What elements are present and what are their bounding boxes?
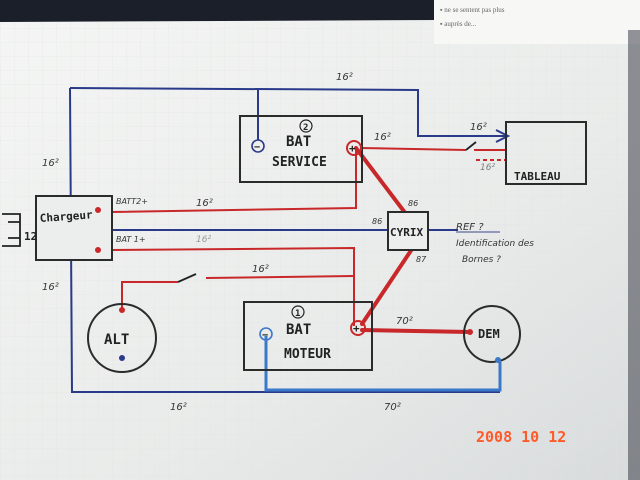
bat-service-label-2: SERVICE <box>272 155 327 170</box>
chargeur-mains-plug <box>2 213 21 247</box>
tableau-label: TABLEAU <box>514 170 561 183</box>
bat-moteur-plus-terminal <box>350 320 366 336</box>
bat-service-minus-terminal <box>251 139 265 153</box>
blue-wires <box>69 87 506 393</box>
bat-moteur-minus-terminal <box>259 327 273 341</box>
label-dem-70: 70² <box>396 316 413 327</box>
bat-service-number-circle <box>299 119 313 133</box>
red-thick-wires <box>354 146 472 334</box>
service-to-tableau-wire <box>359 147 467 151</box>
alt-to-motor-wire-2 <box>205 275 355 279</box>
cyrix-term-bottom: 87 <box>416 255 427 264</box>
bat-moteur-label-2: MOTEUR <box>284 347 331 362</box>
annotation-line-3: Bornes ? <box>462 255 501 265</box>
batt1-charge-wire <box>111 246 355 326</box>
alt-plus-terminal <box>119 307 125 313</box>
label-tableau-16: 16² <box>470 122 487 133</box>
dem-minus-terminal <box>495 357 501 363</box>
tableau-switch <box>465 141 477 151</box>
annotation-line-2: Identification des <box>456 239 534 249</box>
corner-note-2: ▪ auprès de... <box>440 20 476 28</box>
red-wires <box>111 147 506 326</box>
label-batt2: BATT2+ <box>116 197 148 206</box>
label-batt2-16: 16² <box>196 198 213 209</box>
motor-to-dem <box>360 328 472 334</box>
cyrix-label: CYRIX <box>390 226 423 239</box>
dem-label: DEM <box>478 327 500 341</box>
dem-circle: DEM <box>463 305 521 363</box>
alt-label: ALT <box>104 332 129 348</box>
chargeur-box: Chargeur 12 <box>2 195 113 261</box>
label-bottom-70: 70² <box>384 402 401 413</box>
bat-service-plus: + <box>349 142 356 155</box>
alt-circle: ALT <box>87 303 157 373</box>
bat-moteur-plus: + <box>353 322 360 335</box>
bat-moteur-minus: − <box>262 330 268 341</box>
right-edge-shadow <box>628 30 640 480</box>
bat-service-label-1: BAT <box>286 134 311 150</box>
cyrix-box: CYRIX 86 86 87 <box>372 199 429 264</box>
tableau-box: TABLEAU <box>505 121 587 185</box>
alt-minus-terminal <box>119 355 125 361</box>
label-batt1: BAT 1+ <box>116 235 146 244</box>
tableau-arrow-head <box>495 129 511 143</box>
batt2-charge-wire <box>111 150 357 213</box>
label-batt1-16: 16² <box>196 235 211 245</box>
service-to-cyrix <box>354 146 408 216</box>
label-top-16: 16² <box>336 72 353 83</box>
chargeur-side-label: 12 <box>24 230 37 243</box>
chargeur-out2-terminal <box>95 207 101 213</box>
bat-moteur-label-1: BAT <box>286 322 311 338</box>
bat-moteur-number: 1 <box>295 309 300 319</box>
label-left-16-top: 16² <box>42 158 59 169</box>
bat-moteur-number-circle <box>291 305 305 319</box>
label-service-out-16: 16² <box>374 132 391 143</box>
cyrix-annotation: REF ? Identification des Bornes ? <box>456 222 534 265</box>
cyrix-to-motor <box>360 244 416 326</box>
cyrix-term-left: 86 <box>372 217 382 226</box>
chargeur-out1-terminal <box>95 247 101 253</box>
corner-note-1: ▪ ne se sentent pas plus <box>440 6 505 14</box>
label-left-16-bottom: 16² <box>42 282 59 293</box>
bat-moteur-box: − + 1 BAT MOTEUR <box>243 301 373 371</box>
dem-plus-terminal <box>467 329 473 335</box>
label-bottom-16: 16² <box>170 402 187 413</box>
alt-to-motor-wire <box>121 281 178 308</box>
ground-wires <box>264 336 502 392</box>
annotation-line-1: REF ? <box>456 222 484 233</box>
photo-date-stamp: 2008 10 12 <box>476 428 566 446</box>
bat-service-box: − + 2 BAT SERVICE <box>239 115 363 183</box>
cyrix-term-top: 86 <box>408 199 418 208</box>
chargeur-label: Chargeur <box>39 208 93 225</box>
label-alt-16: 16² <box>252 264 269 275</box>
label-tableau-16-b: 16² <box>480 163 495 173</box>
bat-service-plus-terminal <box>346 140 362 156</box>
top-right-paper-corner <box>434 0 640 44</box>
left-blue-bus <box>69 87 500 393</box>
bat-service-number: 2 <box>303 123 308 133</box>
bat-service-minus: − <box>254 142 260 153</box>
top-blue-bus <box>69 87 506 137</box>
alt-switch <box>177 273 197 283</box>
